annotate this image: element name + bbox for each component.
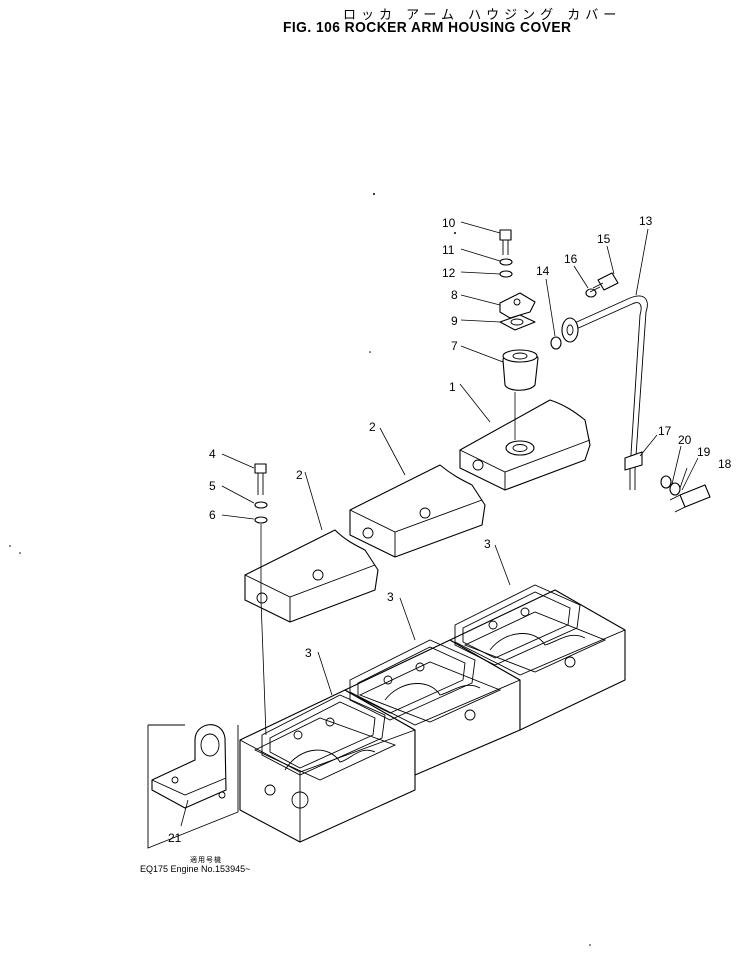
gasket-plate (499, 314, 536, 331)
figure-title-japanese: ロッカ アーム ハウジング カバー (343, 8, 622, 23)
washer-12 (499, 270, 513, 278)
callout-7: 7 (451, 339, 458, 353)
washer-19 (669, 482, 681, 496)
callout-9: 9 (451, 314, 458, 328)
callout-2-lower: 2 (296, 468, 303, 482)
callout-17: 17 (658, 424, 672, 438)
scan-specks (9, 193, 591, 946)
bracket-21 (151, 724, 227, 809)
washer-20 (660, 475, 672, 489)
applicability-label-japanese: 適用号機 (190, 856, 222, 864)
callout-8: 8 (451, 288, 458, 302)
callout-2-upper: 2 (369, 420, 376, 434)
callout-20: 20 (678, 433, 692, 447)
gasket-3 (454, 584, 581, 666)
bolt-4 (254, 463, 267, 495)
housing-cover-left (244, 529, 379, 623)
callout-3-left: 3 (305, 646, 312, 660)
cylinder-head-block-3 (449, 589, 626, 731)
figure-title: FIG. 106 ROCKER ARM HOUSING COVER (283, 19, 572, 36)
washer-16 (585, 288, 597, 298)
breather-tube (569, 295, 648, 490)
cover-plate (499, 292, 536, 319)
callout-21: 21 (168, 831, 182, 845)
callout-3-middle: 3 (387, 590, 394, 604)
gasket-2 (349, 639, 476, 721)
gasket-1 (261, 694, 386, 776)
callout-16: 16 (564, 252, 578, 266)
washer-5 (254, 501, 268, 509)
callout-3-right: 3 (484, 537, 491, 551)
leader-lines (180, 221, 699, 827)
callout-18: 18 (718, 457, 732, 471)
washer-11 (499, 258, 513, 266)
washer-6 (254, 516, 268, 524)
o-ring-14 (550, 336, 562, 350)
housing-cover-middle (349, 464, 486, 558)
callout-15: 15 (597, 232, 611, 246)
callout-19: 19 (697, 445, 711, 459)
callout-12: 12 (442, 266, 456, 280)
callout-labels: 1 2 2 3 3 3 4 5 6 7 8 9 10 11 12 13 14 1… (168, 214, 732, 845)
clip-17 (624, 451, 643, 471)
callout-6: 6 (209, 508, 216, 522)
housing-cover-right (459, 399, 591, 491)
callout-5: 5 (209, 479, 216, 493)
tube-flange (561, 317, 579, 343)
breather-elbow (502, 349, 539, 391)
bracket-inset-box (147, 724, 239, 849)
bolt-15 (589, 272, 619, 293)
callout-1: 1 (449, 380, 456, 394)
bolt-18 (669, 484, 711, 513)
callout-14: 14 (536, 264, 550, 278)
callout-11: 11 (442, 243, 455, 257)
callout-13: 13 (639, 214, 653, 228)
top-bolt (499, 229, 512, 255)
applicability-note: EQ175 Engine No.153945~ (140, 864, 251, 874)
bolt-center-line (260, 524, 267, 736)
callout-4: 4 (209, 447, 216, 461)
callout-10: 10 (442, 216, 456, 230)
